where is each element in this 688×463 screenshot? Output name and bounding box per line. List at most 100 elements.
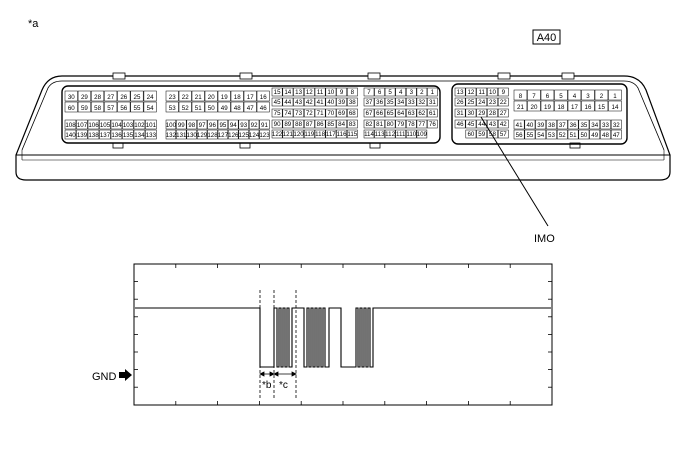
pin-cell xyxy=(122,129,134,140)
pin-number: 14 xyxy=(612,104,619,111)
pin-number: 41 xyxy=(317,99,324,106)
pin-number: 31 xyxy=(457,110,464,117)
pin-number: 27 xyxy=(107,94,114,101)
pin-cell xyxy=(363,108,375,118)
pin-cell xyxy=(77,101,91,113)
pin-number: 123 xyxy=(259,132,270,139)
pin-number: 110 xyxy=(406,131,416,138)
pin-number: 45 xyxy=(467,121,474,128)
pin-number: 137 xyxy=(100,132,111,139)
pin-number: 19 xyxy=(544,104,551,111)
pin-cell xyxy=(178,90,192,102)
pin-cell xyxy=(608,89,622,101)
pin-cell xyxy=(186,129,197,140)
pin-cell xyxy=(110,119,123,130)
pin-number: 40 xyxy=(327,99,334,106)
pin-number: 48 xyxy=(602,132,609,139)
pin-number: 23 xyxy=(169,94,176,101)
pin-cell xyxy=(416,97,428,107)
pin-cell xyxy=(304,119,315,129)
pin-number: 98 xyxy=(188,122,195,129)
pin-number: 39 xyxy=(537,122,544,129)
pin-number: 32 xyxy=(418,99,425,106)
pin-number: 15 xyxy=(598,104,605,111)
pin-number: 26 xyxy=(457,99,464,106)
pin-number: 81 xyxy=(376,121,383,128)
pin-cell xyxy=(76,119,88,130)
pin-cell xyxy=(374,87,385,97)
pin-cell xyxy=(527,100,541,112)
pin-cell xyxy=(117,90,131,102)
connector-cavity-1 xyxy=(61,85,441,144)
pin-cell xyxy=(454,97,466,107)
pin-number: 53 xyxy=(548,132,555,139)
pin-number: 77 xyxy=(418,121,425,128)
pin-number: 2 xyxy=(420,89,424,96)
oscilloscope-frame xyxy=(133,263,553,406)
pin-cell xyxy=(304,129,315,139)
pin-cell xyxy=(527,89,541,101)
pin-cell xyxy=(395,129,406,139)
pin-number: 49 xyxy=(221,105,228,112)
pin-cell xyxy=(546,129,557,140)
pin-number: 67 xyxy=(366,110,373,117)
pin-number: 8 xyxy=(519,93,523,100)
pin-cell xyxy=(406,129,417,139)
pin-cell xyxy=(513,100,528,112)
pin-number: 71 xyxy=(317,110,324,117)
pin-number: 97 xyxy=(199,122,206,129)
pin-number: 55 xyxy=(134,105,141,112)
pin-cell xyxy=(176,119,187,130)
pin-number: 26 xyxy=(120,94,127,101)
pin-number: 125 xyxy=(239,132,250,139)
pin-cell xyxy=(497,87,509,97)
pin-cell xyxy=(196,129,208,140)
pin-number: 43 xyxy=(295,99,302,106)
pin-number: 10 xyxy=(327,89,334,96)
pin-number: 111 xyxy=(396,131,406,138)
pin-number: 6 xyxy=(378,89,382,96)
pin-number: 91 xyxy=(261,122,268,129)
pin-number: 30 xyxy=(467,110,474,117)
pin-cell xyxy=(556,129,568,140)
pin-cell xyxy=(228,119,239,130)
pin-number: 15 xyxy=(274,89,281,96)
pin-cell xyxy=(191,90,205,102)
pin-number: 17 xyxy=(571,104,578,111)
pin-number: 29 xyxy=(478,110,485,117)
pin-cell xyxy=(546,119,557,130)
pin-number: 100 xyxy=(166,122,177,129)
pin-cell xyxy=(143,101,157,113)
pin-cell xyxy=(363,129,375,139)
pin-cell xyxy=(204,90,218,102)
pin-cell xyxy=(594,89,609,101)
pin-number: 139 xyxy=(77,132,88,139)
pin-cell xyxy=(427,87,438,97)
figure-label: *a xyxy=(28,18,39,30)
pin-number: 42 xyxy=(306,99,313,106)
pin-cell xyxy=(581,100,595,112)
pin-number: 103 xyxy=(123,122,134,129)
pin-cell xyxy=(395,119,406,129)
pin-number: 56 xyxy=(120,105,127,112)
pin-number: 22 xyxy=(182,94,189,101)
pin-number: 2 xyxy=(600,93,604,100)
pin-cell xyxy=(384,129,396,139)
pin-cell xyxy=(217,90,231,102)
pin-number: 109 xyxy=(417,131,428,138)
pin-cell xyxy=(610,129,622,140)
pin-number: 63 xyxy=(408,110,415,117)
pin-cell xyxy=(406,87,417,97)
pin-cell xyxy=(554,100,568,112)
pin-cell xyxy=(191,101,205,113)
pin-number: 37 xyxy=(366,99,373,106)
pin-number: 57 xyxy=(500,131,507,138)
pin-number: 105 xyxy=(100,122,111,129)
pin-number: 76 xyxy=(429,121,436,128)
pin-cell xyxy=(578,129,590,140)
pin-number: 3 xyxy=(586,93,590,100)
pin-number: 38 xyxy=(548,122,555,129)
pin-number: 21 xyxy=(517,104,524,111)
pin-number: 101 xyxy=(146,122,157,129)
